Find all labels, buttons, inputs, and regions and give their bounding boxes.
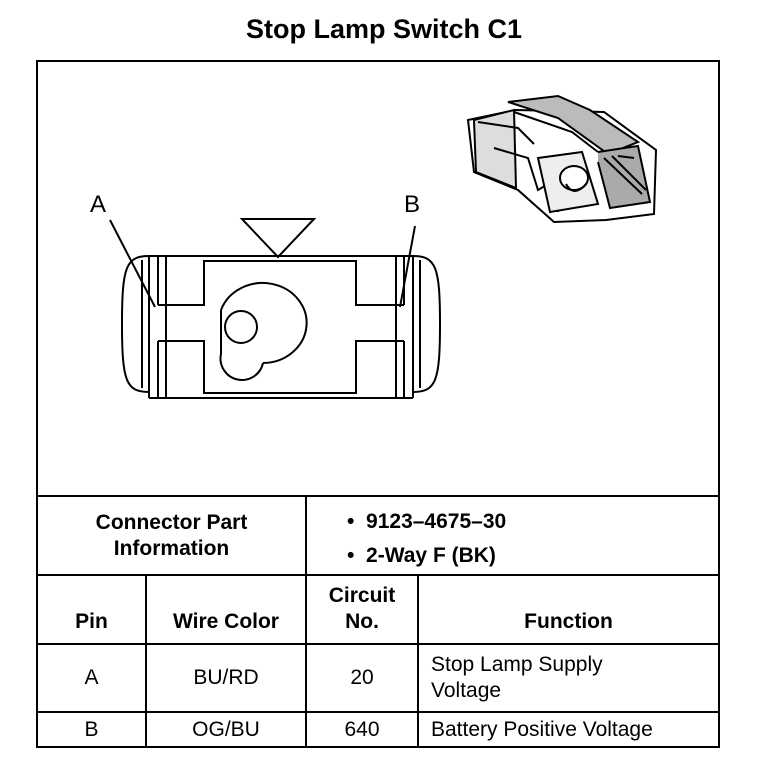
header-circuit: Circuit No.: [305, 574, 419, 645]
pin-label-a: A: [90, 191, 106, 218]
connector-info-label-line2: Information: [113, 536, 230, 560]
connector-info-label-line1: Connector Part: [95, 510, 248, 534]
row-b-wire-color: OG/BU: [145, 711, 307, 747]
header-circuit-line1: Circuit: [328, 584, 396, 607]
row-a-wire-color: BU/RD: [145, 643, 307, 713]
row-b-function: Battery Positive Voltage: [417, 711, 718, 747]
header-wire-color: Wire Color: [145, 574, 307, 645]
row-a-circuit: 20: [305, 643, 419, 713]
part-number: 9123–4675–30: [347, 505, 718, 539]
connector-type: 2-Way F (BK): [347, 539, 718, 573]
row-b-circuit: 640: [305, 711, 419, 747]
row-a-function-line1: Stop Lamp Supply: [431, 653, 603, 676]
row-a-pin: A: [38, 643, 147, 713]
row-a-function-line2: Voltage: [431, 679, 502, 702]
header-function: Function: [417, 574, 718, 645]
connector-frame: A B Connector Part: [36, 60, 720, 748]
connector-info-list: 9123–4675–30 2-Way F (BK): [305, 495, 718, 576]
header-pin: Pin: [38, 574, 147, 645]
connector-info-row: Connector Part Information 9123–4675–30 …: [38, 495, 718, 576]
page-title: Stop Lamp Switch C1: [245, 14, 523, 44]
row-b-function-line1: Battery Positive Voltage: [431, 718, 653, 741]
connector-3d-view-icon: [466, 94, 658, 224]
table-row: A BU/RD 20 Stop Lamp Supply Voltage: [38, 643, 718, 713]
header-circuit-line2: No.: [345, 610, 379, 633]
connector-face-icon: [109, 218, 442, 399]
table-header-row: Pin Wire Color Circuit No. Function: [38, 574, 718, 645]
pinout-table: Connector Part Information 9123–4675–30 …: [38, 495, 718, 747]
pin-label-b: B: [404, 191, 420, 218]
table-row: B OG/BU 640 Battery Positive Voltage: [38, 711, 718, 747]
row-b-pin: B: [38, 711, 147, 747]
connector-info-label: Connector Part Information: [38, 495, 307, 576]
row-a-function: Stop Lamp Supply Voltage: [417, 643, 718, 713]
connector-diagram: A B: [90, 94, 658, 399]
